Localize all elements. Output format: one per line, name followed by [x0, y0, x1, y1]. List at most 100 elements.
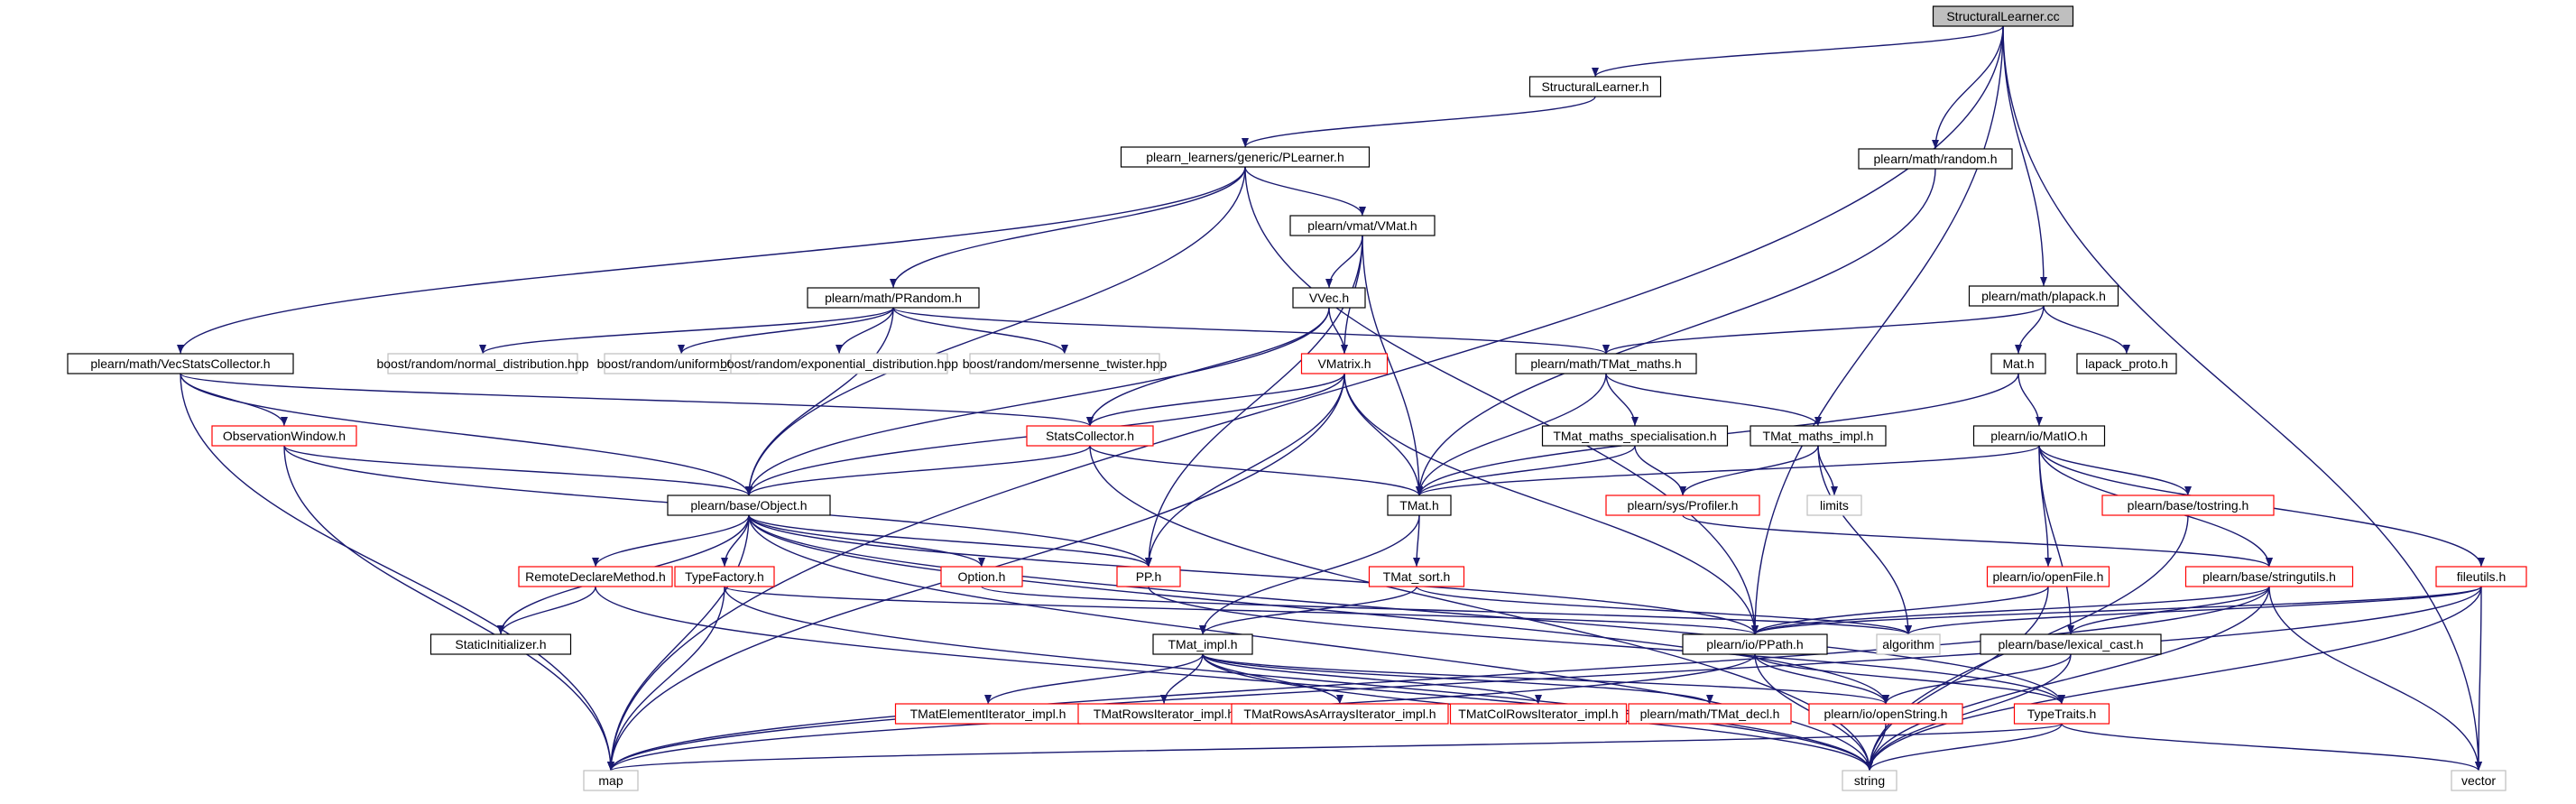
edge-vmat_h-to-tmat_h	[1362, 235, 1423, 496]
node-box	[1808, 703, 1963, 725]
edge-stringutils-to-ppath	[1751, 586, 2270, 635]
edge-vvec-to-object	[745, 307, 1330, 496]
node-plearn-math-tmat-maths-h[interactable]: plearn/math/TMat_maths.h	[1515, 353, 1697, 374]
edge-prandom-to-tmat_maths	[892, 307, 1610, 355]
node-typetraits-h[interactable]: TypeTraits.h	[2013, 703, 2110, 725]
node-plearn-learners-generic-plearner-h[interactable]: plearn_learners/generic/PLearner.h	[1120, 146, 1371, 168]
node-plearn-sys-profiler-h[interactable]: plearn/sys/Profiler.h	[1605, 494, 1760, 516]
edge-stringutils-to-vector	[2268, 586, 2482, 772]
node-plearn-io-ppath-h[interactable]: plearn/io/PPath.h	[1682, 633, 1828, 655]
node-tmatcolrowsiterator-impl-h[interactable]: TMatColRowsIterator_impl.h	[1449, 703, 1628, 725]
node-box	[1682, 633, 1828, 655]
node-tmatrowsasarraysiterator-impl-h[interactable]: TMatRowsAsArraysIterator_impl.h	[1231, 703, 1449, 725]
node-box	[387, 353, 578, 374]
node-typefactory-h[interactable]: TypeFactory.h	[674, 566, 775, 587]
node-plearn-math-tmat-decl-h[interactable]: plearn/math/TMat_decl.h	[1628, 703, 1792, 725]
node-staticinitializer-h[interactable]: StaticInitializer.h	[429, 633, 572, 655]
node-label: TypeFactory.h	[685, 569, 764, 584]
edge-typefactory-to-map	[607, 586, 725, 772]
edge-tmat_impl-to-openstring	[1202, 653, 1889, 705]
node-tmatrowsiterator-impl-h[interactable]: TMatRowsIterator_impl.h	[1077, 703, 1251, 725]
node-box	[1986, 566, 2110, 587]
edge-tmat_impl_m-to-algorithm	[1817, 445, 1912, 635]
node-label: StructuralLearner.cc	[1946, 9, 2059, 23]
edge-prandom-to-mersenne	[892, 307, 1068, 355]
edge-option-to-algorithm	[981, 586, 1912, 635]
edge-typefactory-to-ppath	[724, 586, 1759, 635]
node-plearn-math-vecstatscollector-h[interactable]: plearn/math/VecStatsCollector.h	[67, 353, 294, 374]
node-box	[1300, 353, 1389, 374]
edge-vecstats-to-statscoll	[180, 373, 1094, 427]
node-tmat-maths-specialisation-h[interactable]: TMat_maths_specialisation.h	[1541, 425, 1729, 447]
node-box	[1387, 494, 1452, 516]
node-structurallearner-cc[interactable]: StructuralLearner.cc	[1932, 5, 2074, 27]
node-box	[67, 353, 294, 374]
node-label: plearn/base/Object.h	[690, 498, 807, 513]
node-structurallearner-h[interactable]: StructuralLearner.h	[1528, 76, 1662, 97]
node-plearn-vmat-vmat-h[interactable]: plearn/vmat/VMat.h	[1289, 215, 1436, 236]
node-box	[1628, 703, 1792, 725]
node-pp-h[interactable]: PP.h	[1116, 566, 1181, 587]
node-string: string	[1842, 770, 1897, 791]
node-mat-h[interactable]: Mat.h	[1990, 353, 2046, 374]
edge-lexical-to-openstring	[1882, 653, 2072, 705]
node-plearn-base-stringutils-h[interactable]: plearn/base/stringutils.h	[2184, 566, 2354, 587]
node-label: PP.h	[1136, 569, 1162, 584]
node-plearn-math-plapack-h[interactable]: plearn/math/plapack.h	[1968, 285, 2119, 307]
node-fileutils-h[interactable]: fileutils.h	[2435, 566, 2527, 587]
node-lapack-proto-h[interactable]: lapack_proto.h	[2076, 353, 2177, 374]
node-box	[2076, 353, 2177, 374]
node-plearn-base-tostring-h[interactable]: plearn/base/tostring.h	[2101, 494, 2275, 516]
node-plearn-base-object-h[interactable]: plearn/base/Object.h	[667, 494, 831, 516]
node-label: plearn_learners/generic/PLearner.h	[1146, 150, 1343, 164]
node-plearn-io-openfile-h[interactable]: plearn/io/openFile.h	[1986, 566, 2110, 587]
node-label: VMatrix.h	[1317, 356, 1371, 371]
node-label: RemoteDeclareMethod.h	[525, 569, 666, 584]
node-plearn-base-lexical-cast-h[interactable]: plearn/base/lexical_cast.h	[1980, 633, 2162, 655]
edge-tmat_spec-to-profiler	[1634, 445, 1686, 496]
edge-root-to-vector	[2002, 25, 2482, 772]
node-tmat-impl-h[interactable]: TMat_impl.h	[1152, 633, 1253, 655]
edge-tmat_impl-to-tmat_decl	[1202, 653, 1713, 705]
edge-pp-to-typetraits	[1148, 586, 2065, 705]
edge-plearner-to-prandom	[890, 166, 1246, 289]
node-remotedeclaremethod-h[interactable]: RemoteDeclareMethod.h	[518, 566, 673, 587]
node-label: TMat.h	[1399, 498, 1439, 513]
edge-vvec-to-statscoll	[1086, 307, 1330, 427]
node-label: TMatElementIterator_impl.h	[910, 707, 1066, 721]
node-box	[2435, 566, 2527, 587]
edge-plearner-to-object	[745, 166, 1246, 496]
edge-stringutils-to-lexical	[2067, 586, 2270, 635]
node-option-h[interactable]: Option.h	[940, 566, 1023, 587]
node-plearn-io-openstring-h[interactable]: plearn/io/openString.h	[1808, 703, 1963, 725]
node-plearn-io-matio-h[interactable]: plearn/io/MatIO.h	[1972, 425, 2106, 447]
edge-prandom-to-normal	[479, 307, 894, 355]
node-tmatelementiterator-impl-h[interactable]: TMatElementIterator_impl.h	[894, 703, 1082, 725]
edge-vmat_h-to-pp	[1145, 235, 1363, 568]
node-vvec-h[interactable]: VVec.h	[1292, 287, 1366, 309]
node-observationwindow-h[interactable]: ObservationWindow.h	[211, 425, 357, 447]
node-box	[940, 566, 1023, 587]
edge-tmat_impl-to-tmat_rows	[1160, 653, 1204, 705]
node-plearn-math-prandom-h[interactable]: plearn/math/PRandom.h	[807, 287, 980, 309]
node-plearn-math-random-h[interactable]: plearn/math/random.h	[1858, 148, 2013, 170]
edge-remotedecl-to-staticinit	[497, 586, 596, 635]
node-label: vector	[2461, 773, 2496, 788]
node-statscollector-h[interactable]: StatsCollector.h	[1026, 425, 1154, 447]
edge-matio-to-lexical	[2038, 445, 2074, 635]
node-box	[1116, 566, 1181, 587]
node-box	[1876, 633, 1941, 655]
edge-prandom-to-expo	[836, 307, 894, 355]
node-tmat-sort-h[interactable]: TMat_sort.h	[1368, 566, 1465, 587]
node-vector: vector	[2451, 770, 2507, 791]
node-box	[1541, 425, 1729, 447]
node-vmatrix-h[interactable]: VMatrix.h	[1300, 353, 1389, 374]
node-algorithm: algorithm	[1876, 633, 1941, 655]
node-label: boost/random/uniform_01.hpp	[597, 356, 766, 371]
edge-fileutils-to-string	[1866, 586, 2482, 772]
node-label: VVec.h	[1309, 291, 1349, 305]
node-tmat-maths-impl-h[interactable]: TMat_maths_impl.h	[1750, 425, 1887, 447]
edge-typetraits-to-string	[1866, 723, 2063, 772]
edge-tmat_h-to-tmat_impl	[1199, 514, 1420, 635]
node-tmat-h[interactable]: TMat.h	[1387, 494, 1452, 516]
